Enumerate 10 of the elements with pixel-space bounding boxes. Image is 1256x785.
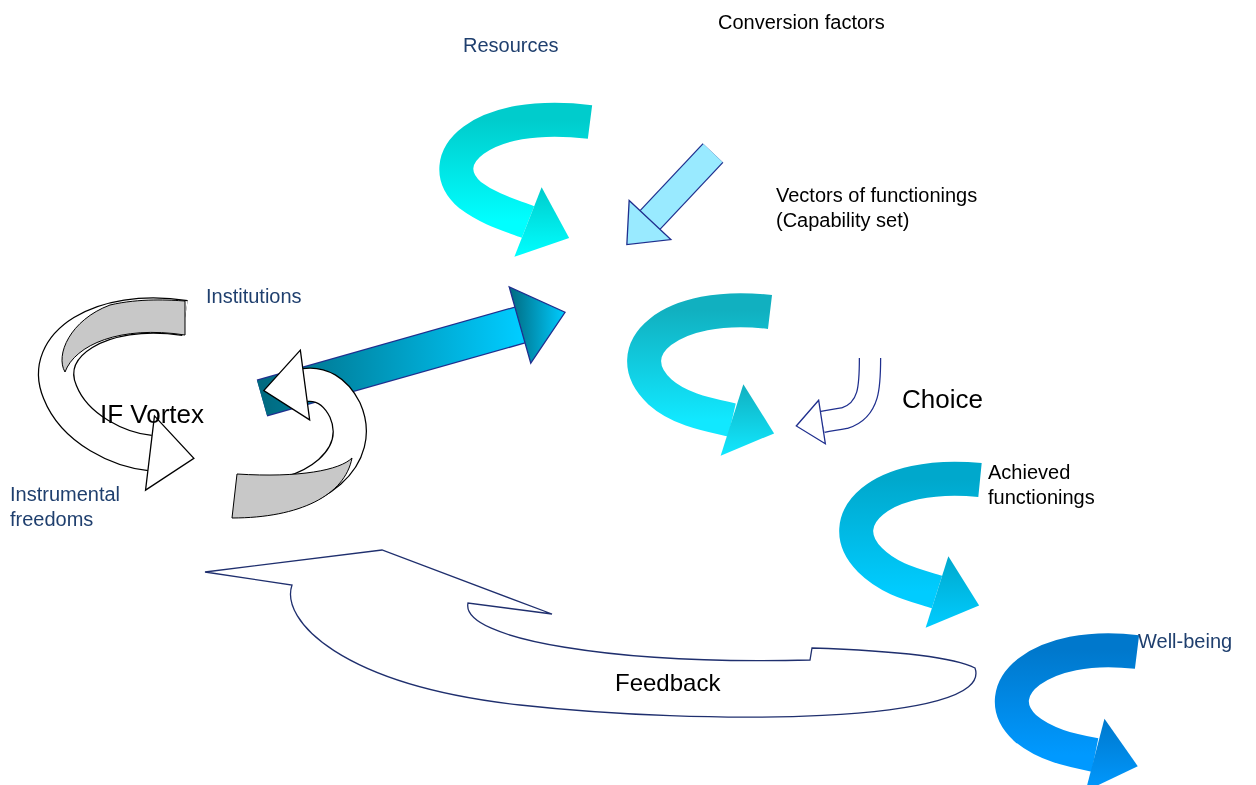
label: Achieved functionings: [988, 460, 1096, 510]
label: IF Vortex: [100, 398, 205, 431]
label: Feedback: [615, 668, 721, 698]
label: Vectors of functionings (Capability set): [776, 183, 979, 233]
label: Instrumental freedoms: [10, 482, 122, 532]
label: Well-being: [1138, 629, 1233, 654]
label: Resources: [463, 33, 559, 58]
label: Choice: [902, 383, 983, 416]
label: Conversion factors: [718, 10, 885, 35]
label: Institutions: [206, 284, 302, 309]
